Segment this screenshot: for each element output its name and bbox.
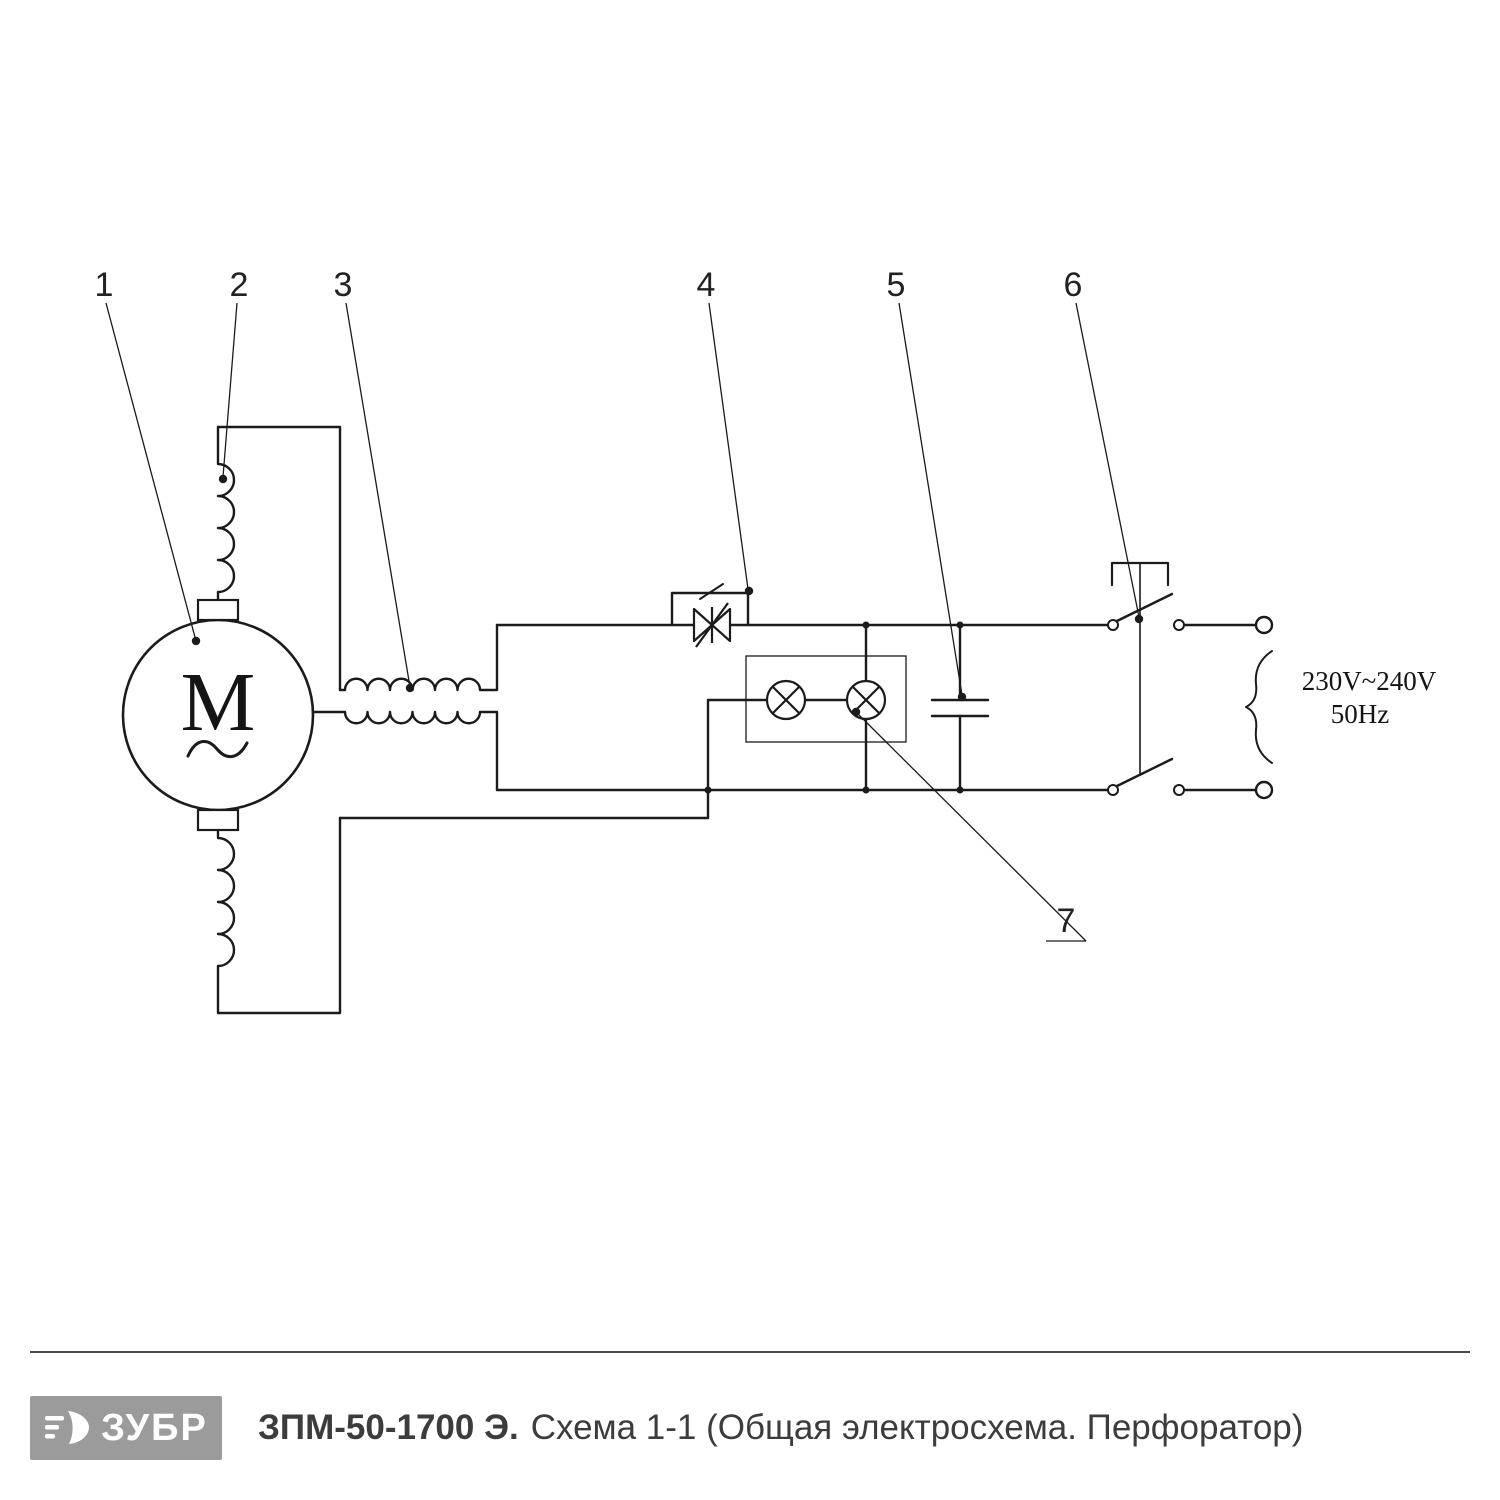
callout-1-leader [105, 302, 197, 642]
motor-ac-wave-icon [186, 740, 249, 758]
triac-regulator-icon [692, 602, 732, 648]
lamp-left-lead-wire [706, 698, 769, 792]
switch-blade-bottom [1115, 757, 1174, 788]
supply-brace [1245, 650, 1273, 764]
schematic-title: ЗПМ-50-1700 Э. Схема 1-1 (Общая электросх… [258, 1408, 1303, 1448]
triac-triangle-left [692, 607, 714, 643]
supply-voltage-label: 230V~240V [1302, 666, 1437, 696]
callout-2-dot [218, 474, 228, 484]
callout-3-leader [345, 302, 411, 688]
callout-5-leader [898, 302, 963, 696]
circuit-wiring [216, 425, 1273, 1015]
triac-triangle-right [710, 607, 732, 643]
callout-4-label: 4 [697, 266, 716, 304]
lamp-housing [745, 655, 907, 743]
switch-contact [1173, 619, 1185, 631]
brand-logo: ЗУБР [30, 1396, 222, 1460]
motor-brush-top [196, 598, 240, 622]
callout-3-dot [405, 683, 415, 693]
top-loop-wire [216, 425, 342, 692]
model-number: ЗПМ-50-1700 Э. [258, 1408, 519, 1447]
mains-terminal-bottom [1254, 780, 1274, 800]
motor-return-wire [338, 788, 710, 820]
choke-winding-bottom [311, 710, 499, 792]
callout-6-label: 6 [1064, 266, 1083, 304]
junction-dot [862, 621, 870, 629]
footer-divider [30, 1351, 1470, 1353]
regulator-bypass-wire [670, 591, 750, 627]
power-switch-contacts [1107, 619, 1185, 796]
motor-letter: M [181, 656, 256, 749]
stator-winding-bottom [216, 816, 342, 1015]
junction-dots [704, 621, 964, 794]
lamp-module [745, 655, 907, 743]
callout-6-dot [1134, 614, 1144, 624]
callout-1-dot [191, 636, 201, 646]
motor: M [121, 598, 315, 832]
callout-5-dot [957, 692, 967, 702]
switch-contact [1107, 619, 1119, 631]
callout-1-label: 1 [95, 266, 114, 304]
switch-contact [1107, 784, 1119, 796]
junction-dot [862, 786, 870, 794]
callout-7-leader [855, 711, 1087, 942]
junction-dot [956, 621, 964, 629]
callout-7-dot [851, 707, 861, 717]
junction-dot [704, 786, 712, 794]
callout-4-dot [744, 586, 754, 596]
brand-logo-text: ЗУБР [101, 1407, 208, 1449]
callout-7-label: 7 [1057, 902, 1076, 940]
switch-contact [1173, 784, 1185, 796]
supply-frequency-label: 50Hz [1331, 699, 1389, 729]
footer: ЗУБР ЗПМ-50-1700 Э. Схема 1-1 (Общая элек… [30, 1396, 1303, 1460]
junction-dot [956, 786, 964, 794]
mains-terminal-top [1254, 615, 1274, 635]
switch-blade-top [1115, 592, 1174, 623]
stator-winding-top [216, 425, 236, 602]
callout-5-label: 5 [887, 266, 906, 304]
callout-2-label: 2 [230, 266, 249, 304]
schematic-description: Схема 1-1 (Общая электросхема. Перфорато… [530, 1408, 1304, 1447]
callout-3-label: 3 [334, 266, 353, 304]
triac-gate-line [695, 602, 729, 648]
callout-leaders [105, 302, 1140, 942]
callout-2-leader [222, 302, 238, 478]
motor-brush-bottom [196, 808, 240, 832]
bypass-switch-blade [699, 583, 724, 600]
choke-winding-top [338, 623, 499, 692]
lamp-1-icon [765, 679, 807, 721]
callout-6-leader [1075, 302, 1140, 618]
switch-actuator [1110, 561, 1170, 587]
callout-4-leader [708, 302, 749, 590]
callout-leader-dots [191, 474, 1144, 717]
zubr-bison-icon [45, 1411, 90, 1444]
